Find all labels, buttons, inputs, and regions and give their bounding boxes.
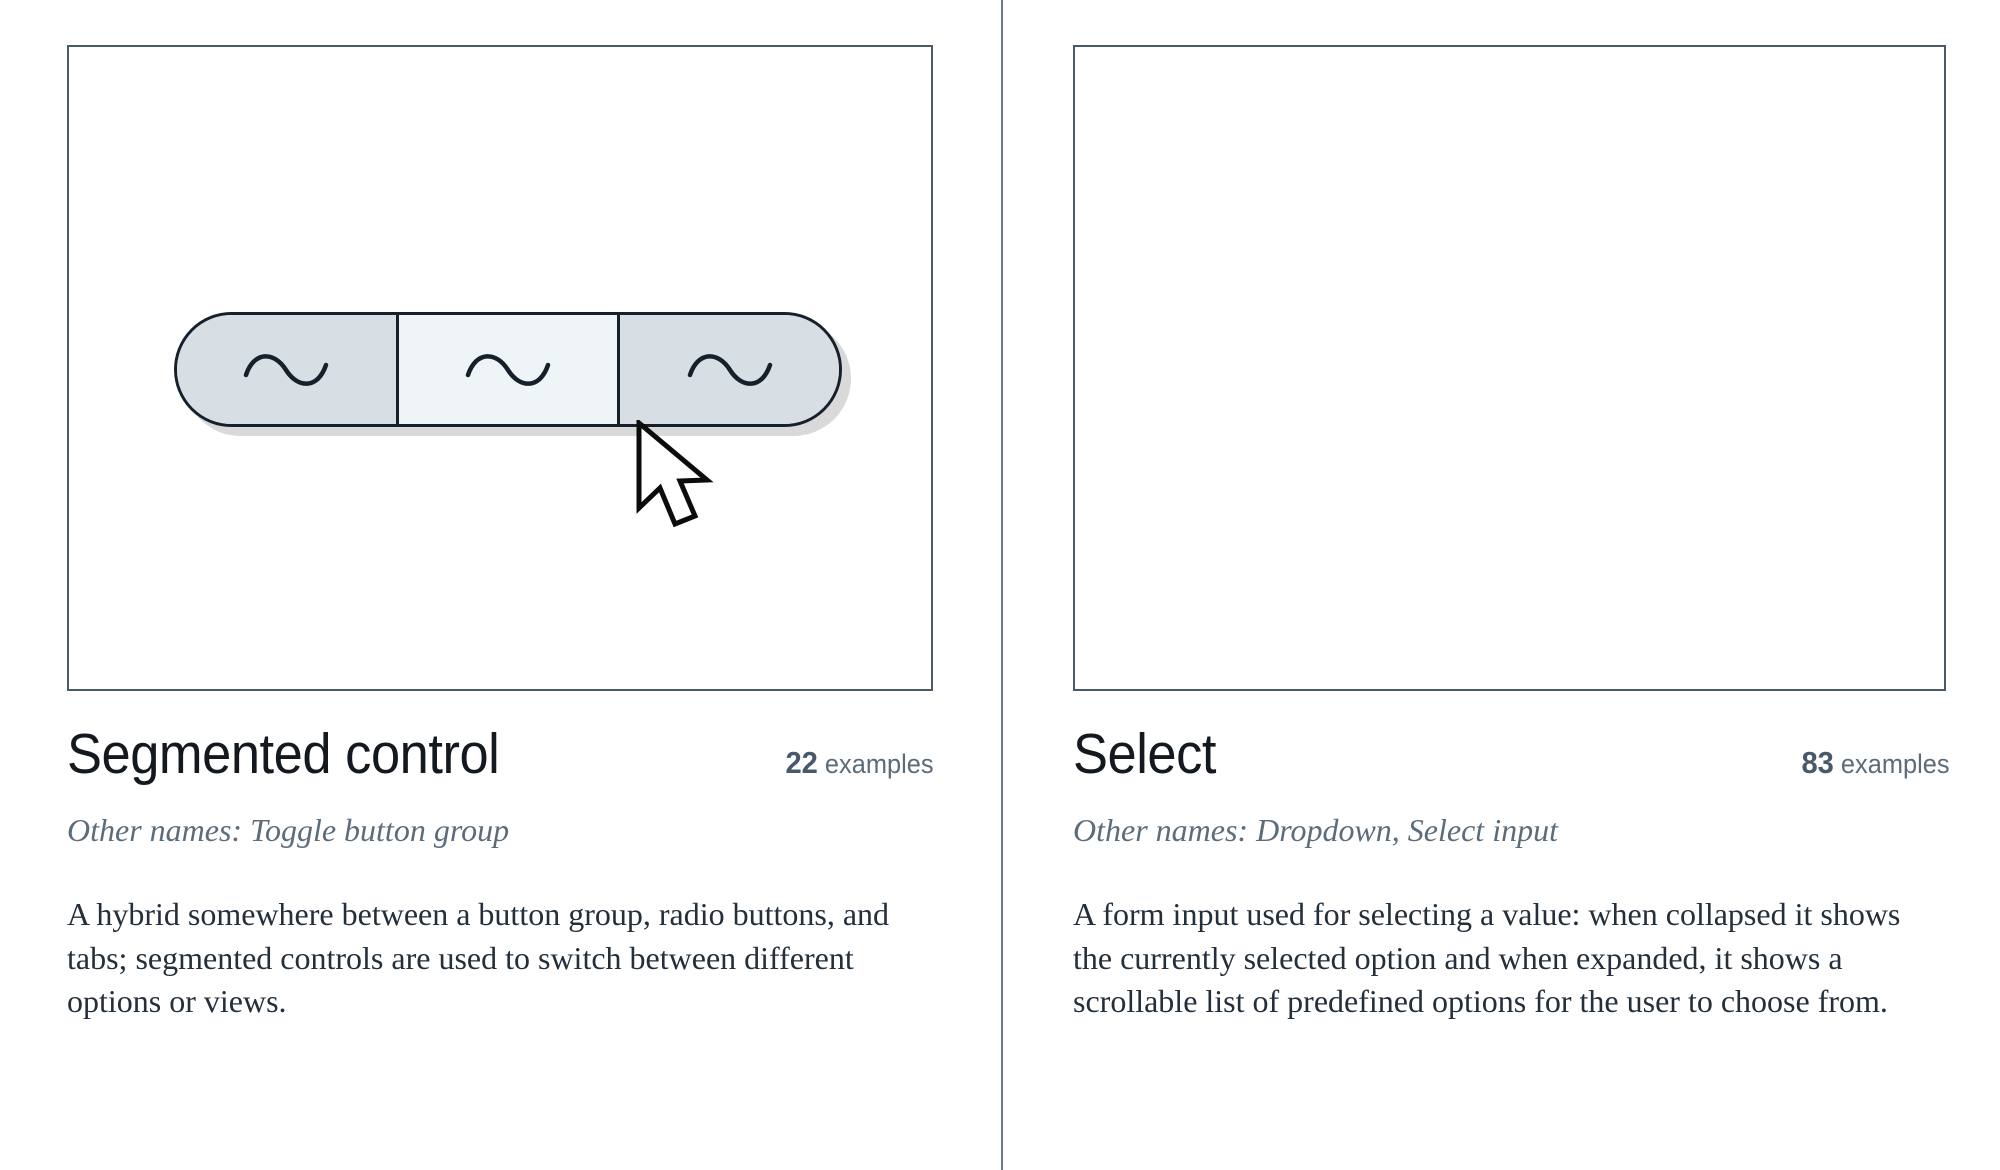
component-meta: Segmented control 22 examples Other name…: [67, 722, 934, 1024]
component-description: A hybrid somewhere between a button grou…: [67, 896, 890, 1020]
examples-number: 22: [785, 745, 819, 780]
segment-2-selected[interactable]: [395, 315, 618, 424]
component-description: A form input used for selecting a value:…: [1073, 896, 1901, 1020]
examples-label: examples: [825, 749, 934, 779]
other-names: Other names: Toggle button group: [67, 811, 510, 848]
component-card-segmented-control[interactable]: Segmented control 22 examples Other name…: [0, 0, 1001, 1170]
other-names: Other names: Dropdown, Select input: [1073, 811, 1558, 848]
page-title: Segmented control: [67, 722, 500, 786]
segmented-control-track[interactable]: [174, 312, 842, 427]
title-row: Segmented control 22 examples: [67, 722, 934, 786]
squiggle-icon: [462, 343, 554, 397]
segmented-control-widget[interactable]: [174, 312, 851, 436]
illustration-card: [1073, 45, 1946, 691]
select-illustration: [1075, 47, 1944, 689]
page-title: Select: [1073, 722, 1216, 786]
squiggle-icon: [684, 343, 776, 397]
examples-label: examples: [1841, 749, 1950, 779]
segment-3[interactable]: [617, 315, 839, 424]
title-row: Select 83 examples: [1073, 722, 1950, 786]
examples-number: 83: [1801, 745, 1835, 780]
component-meta: Select 83 examples Other names: Dropdown…: [1073, 722, 1950, 1024]
component-card-select[interactable]: Select 83 examples Other names: Dropdown…: [1001, 0, 2000, 1170]
squiggle-icon: [240, 343, 332, 397]
segment-1[interactable]: [177, 315, 396, 424]
examples-count: 22 examples: [786, 745, 934, 781]
segmented-control-illustration: [69, 47, 931, 689]
examples-count: 83 examples: [1802, 745, 1950, 781]
arrow-cursor: [635, 417, 721, 535]
illustration-card: [67, 45, 933, 691]
